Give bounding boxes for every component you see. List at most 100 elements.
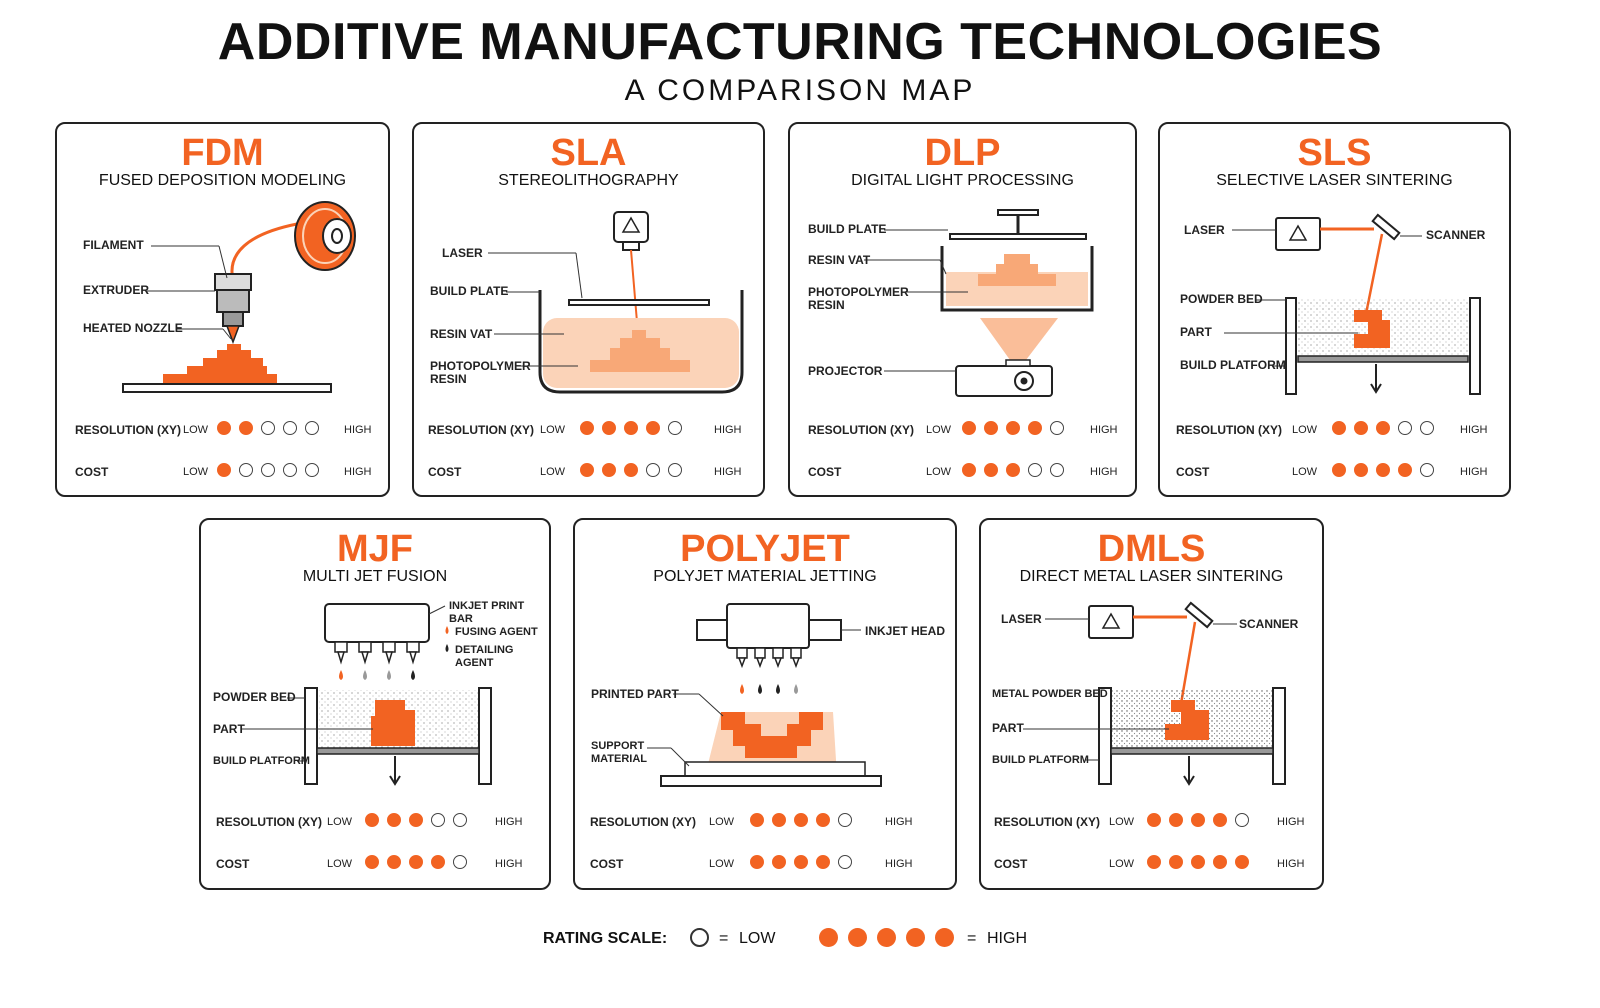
dlp-illustration [864, 209, 1094, 397]
scale-high-label: HIGH [495, 816, 523, 828]
scale-low-label: LOW [540, 424, 566, 436]
rating-dot-filled [580, 463, 594, 477]
scale-high-label: HIGH [1090, 424, 1118, 436]
rating-dot-filled [1376, 421, 1390, 435]
legend-empty-dot [690, 928, 709, 947]
card-abbr: MJF [337, 528, 413, 570]
legend-low: LOW [739, 930, 776, 947]
scale-high-label: HIGH [714, 424, 742, 436]
resolution-label: RESOLUTION (XY) [428, 423, 535, 437]
rating-dot-filled [1169, 813, 1183, 827]
label-detailing-agent: DETAILING AGENT [455, 644, 514, 669]
card-abbr: DMLS [1097, 528, 1206, 570]
rating-dot-filled [1006, 421, 1020, 435]
cost-rating: COST LOW HIGH [790, 462, 1135, 482]
scale-high-label: HIGH [1277, 816, 1305, 828]
legend-filled-dot [935, 928, 954, 947]
card-full-name: DIRECT METAL LASER SINTERING [1019, 568, 1284, 585]
card-polyjet: POLYJET POLYJET MATERIAL JETTING INKJET … [573, 518, 957, 890]
scale-low-label: LOW [926, 466, 952, 478]
rating-dot-empty [453, 855, 467, 869]
rating-dot-filled [409, 855, 423, 869]
rating-dots [962, 421, 1064, 435]
label-laser: LASER [1184, 223, 1225, 237]
scale-low-label: LOW [926, 424, 952, 436]
rating-dot-empty [1420, 463, 1434, 477]
label-part: PART [992, 721, 1024, 735]
cost-label: COST [1176, 465, 1210, 479]
rating-dot-filled [750, 813, 764, 827]
label-scanner: SCANNER [1426, 228, 1486, 242]
rating-dot-filled [984, 463, 998, 477]
rating-dot-filled [750, 855, 764, 869]
label-material: MATERIAL [591, 753, 648, 765]
rating-dot-empty [239, 463, 253, 477]
card-sls: SLS SELECTIVE LASER SINTERING LASER SCAN… [1158, 122, 1511, 497]
rating-dot-filled [365, 813, 379, 827]
label-resin: RESIN [430, 372, 467, 386]
scale-low-label: LOW [1292, 424, 1318, 436]
sls-illustration [1224, 213, 1481, 395]
scale-low-label: LOW [327, 816, 353, 828]
rating-dot-empty [1050, 421, 1064, 435]
label-projector: PROJECTOR [808, 364, 883, 378]
fdm-illustration [122, 201, 356, 393]
label-inkjet-print-bar: INKJET PRINT BAR [449, 600, 525, 625]
card-full-name: FUSED DEPOSITION MODELING [98, 172, 347, 189]
rating-dots [1147, 855, 1249, 869]
resolution-rating: RESOLUTION (XY) LOW HIGH [201, 812, 549, 832]
card-full-name: MULTI JET FUSION [302, 568, 448, 585]
rating-dot-filled [580, 421, 594, 435]
dmls-illustration [1023, 601, 1286, 786]
card-abbr: DLP [924, 132, 1001, 174]
label-part: PART [1180, 325, 1212, 339]
rating-dots [750, 813, 852, 827]
rating-dots [217, 421, 319, 435]
resolution-rating: RESOLUTION (XY) LOW HIGH [1160, 420, 1509, 440]
rating-dot-filled [1376, 463, 1390, 477]
label-powder-bed: POWDER BED [1180, 292, 1263, 306]
rating-dot-empty [838, 813, 852, 827]
scale-low-label: LOW [183, 466, 209, 478]
card-dmls: DMLS DIRECT METAL LASER SINTERING LASER … [979, 518, 1324, 890]
resolution-rating: RESOLUTION (XY) LOW HIGH [57, 420, 388, 440]
rating-dot-filled [1332, 463, 1346, 477]
card-dlp: DLP DIGITAL LIGHT PROCESSING BUILD PLATE… [788, 122, 1137, 497]
rating-dot-filled [624, 421, 638, 435]
legend-equals: = [719, 930, 729, 947]
legend-filled-dot [819, 928, 838, 947]
rating-dot-filled [1006, 463, 1020, 477]
rating-dots [217, 463, 319, 477]
scale-low-label: LOW [1109, 816, 1135, 828]
rating-scale-legend: RATING SCALE: = LOW = HIGH [0, 926, 1600, 952]
cost-label: COST [808, 465, 842, 479]
cost-label: COST [994, 857, 1028, 871]
rating-dot-empty [1028, 463, 1042, 477]
card-abbr: FDM [181, 132, 264, 174]
resolution-rating: RESOLUTION (XY) LOW HIGH [575, 812, 955, 832]
resolution-label: RESOLUTION (XY) [590, 815, 697, 829]
rating-dot-filled [431, 855, 445, 869]
cost-rating: COST LOW HIGH [201, 854, 549, 874]
card-full-name: STEREOLITHOGRAPHY [498, 172, 679, 189]
rating-dot-filled [794, 855, 808, 869]
label-build-platform: BUILD PLATFORM [1180, 358, 1286, 372]
scale-high-label: HIGH [885, 858, 913, 870]
rating-dot-filled [239, 421, 253, 435]
scale-low-label: LOW [1292, 466, 1318, 478]
card-abbr: POLYJET [680, 528, 850, 570]
rating-dot-filled [794, 813, 808, 827]
label-inkjet-head: INKJET HEAD [865, 624, 946, 638]
rating-dot-filled [1213, 855, 1227, 869]
scale-high-label: HIGH [885, 816, 913, 828]
rating-dot-filled [1354, 421, 1368, 435]
label-fusing-agent: FUSING AGENT [455, 626, 538, 638]
label-powder-bed: POWDER BED [213, 690, 296, 704]
resolution-label: RESOLUTION (XY) [216, 815, 323, 829]
rating-dot-filled [1235, 855, 1249, 869]
rating-dot-filled [1147, 813, 1161, 827]
rating-dot-filled [1213, 813, 1227, 827]
rating-dot-empty [1420, 421, 1434, 435]
scale-low-label: LOW [540, 466, 566, 478]
legend-filled-dot [848, 928, 867, 947]
